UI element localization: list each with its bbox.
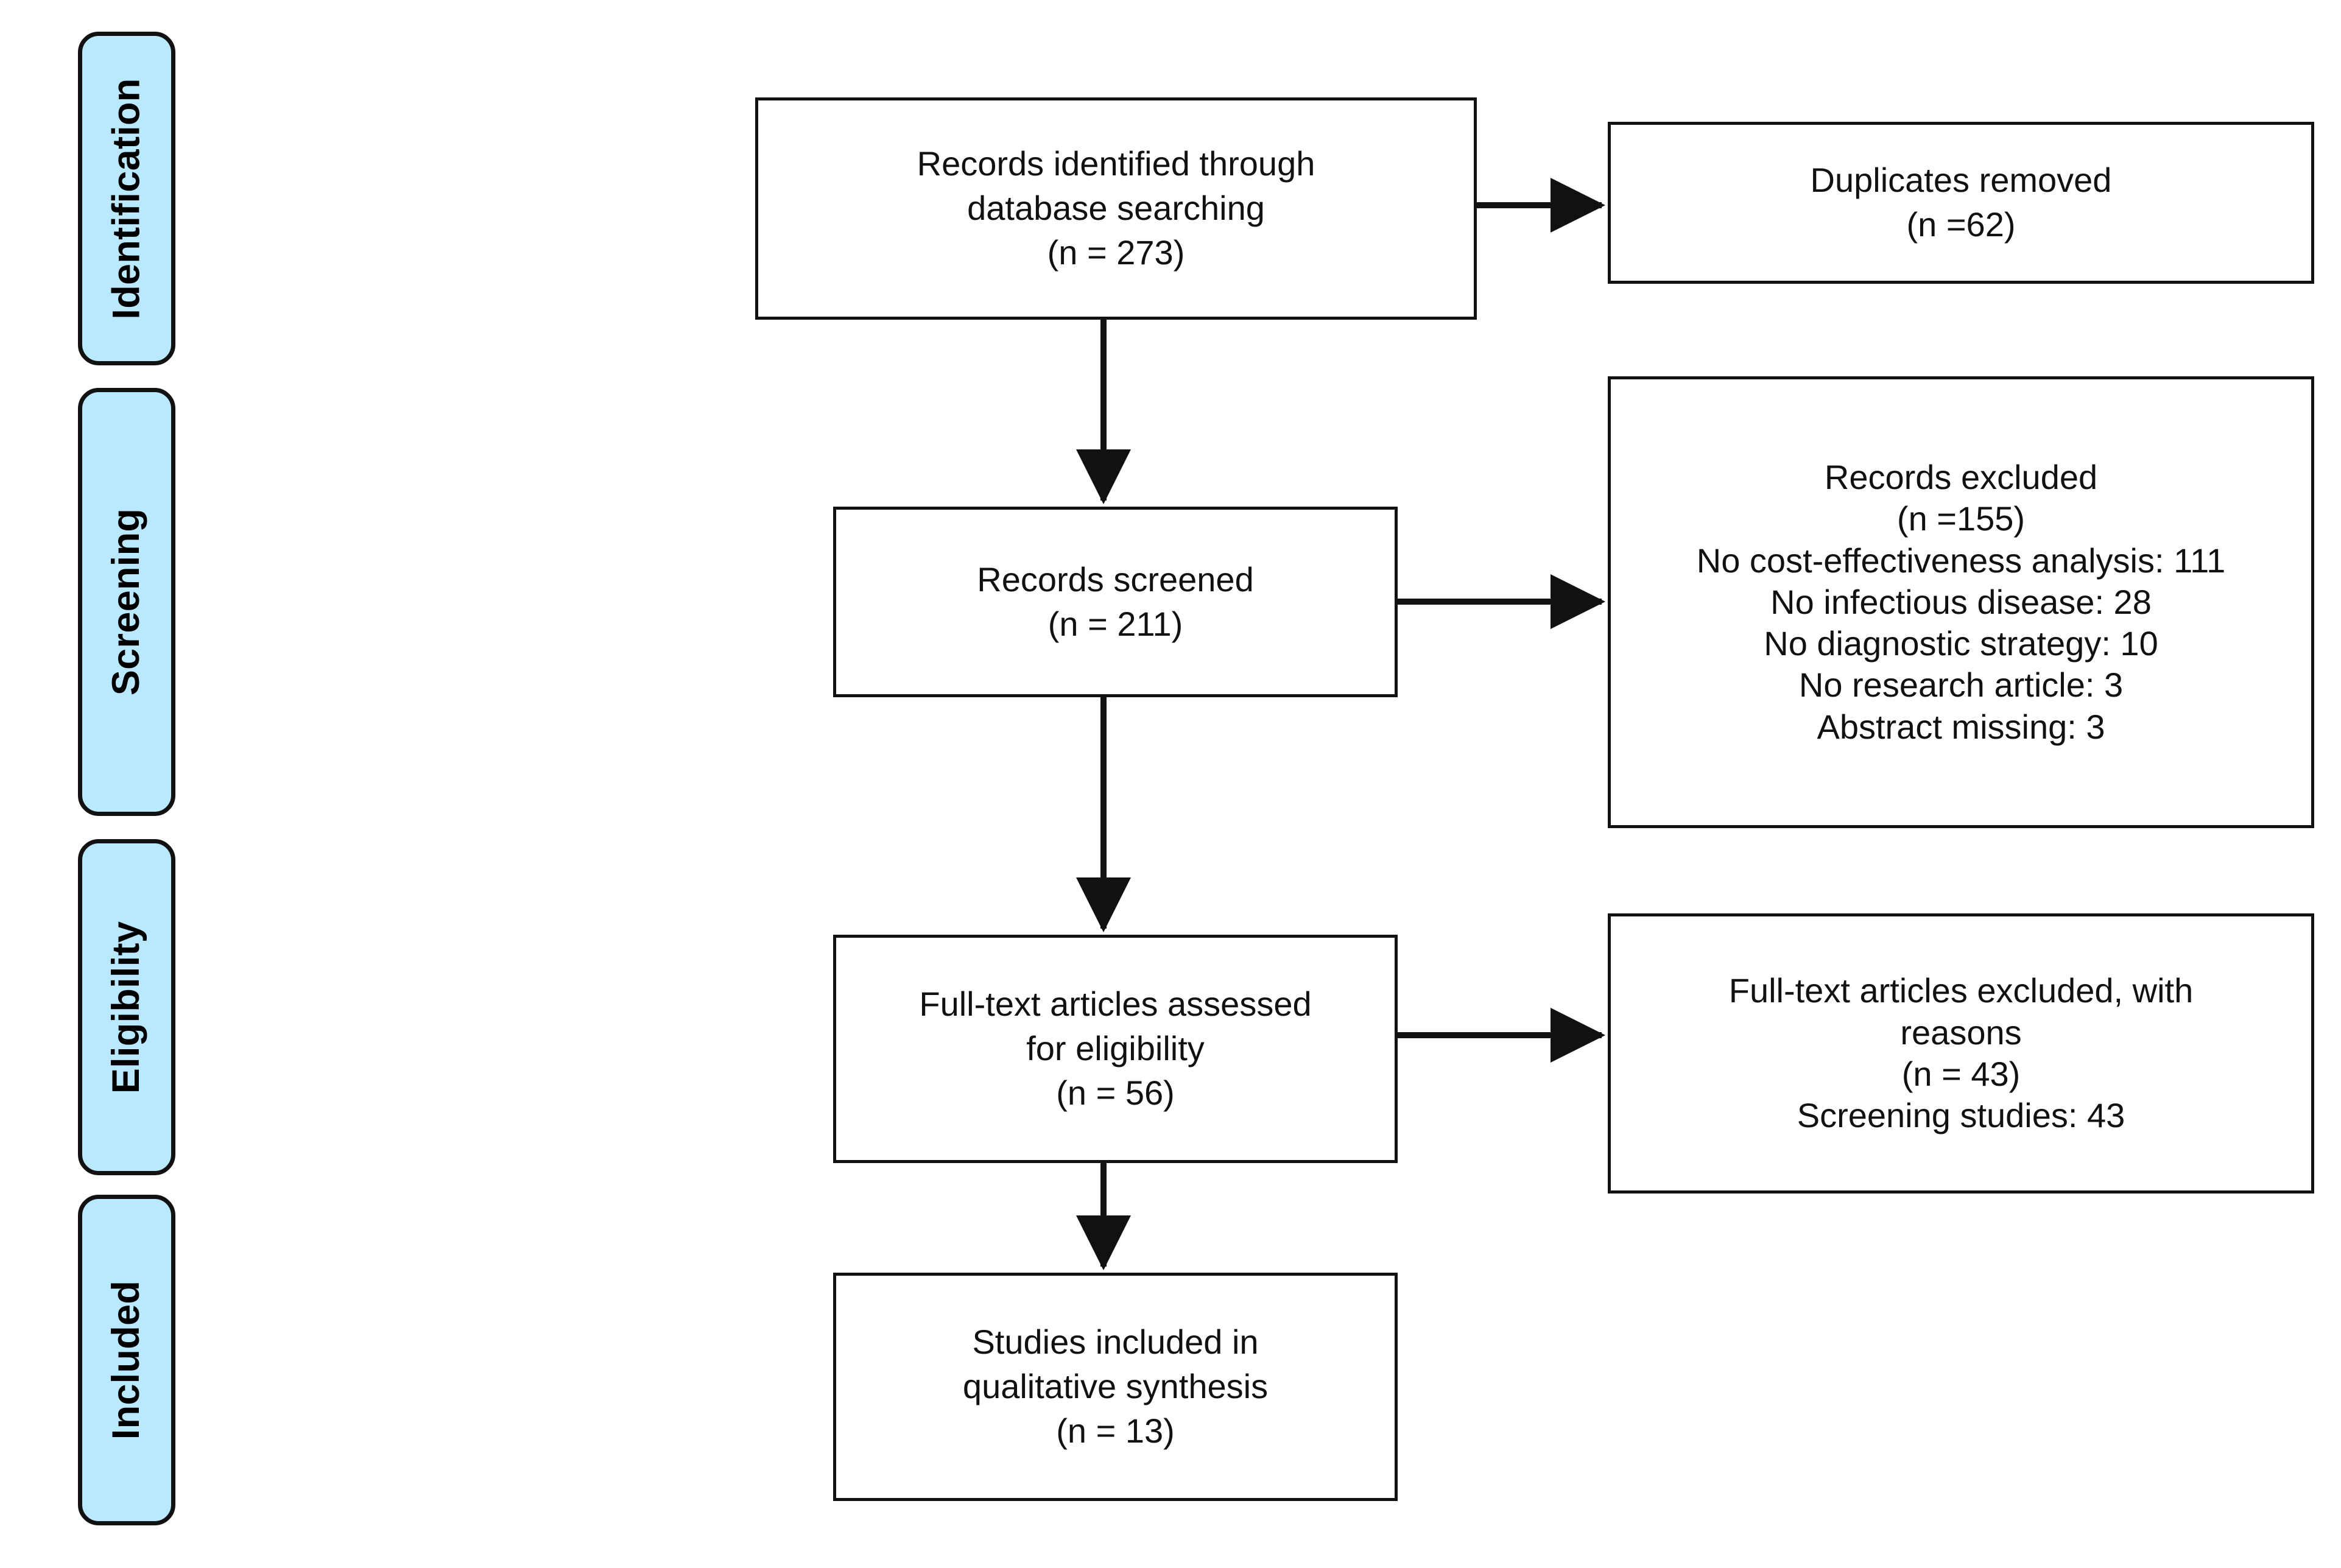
box-records-screened-line-2: (n = 211) (1047, 604, 1183, 643)
box-studies-included-line-1: Studies included in (972, 1323, 1259, 1362)
box-records-screened: Records screened (n = 211) (833, 507, 1398, 697)
box-records-screened-line-1: Records screened (977, 560, 1254, 599)
box-duplicates-removed: Duplicates removed (n =62) (1608, 122, 2314, 284)
box-records-excluded-reason-5: Abstract missing: 3 (1817, 707, 2105, 746)
box-studies-included-line-2: qualitative synthesis (962, 1367, 1269, 1406)
box-fulltext-assessed-line-2: for eligibility (1026, 1029, 1205, 1068)
box-fulltext-excluded-line-2: reasons (1900, 1013, 2022, 1052)
box-duplicates-removed-line-1: Duplicates removed (1810, 161, 2112, 200)
box-records-identified: Records identified through database sear… (755, 97, 1477, 320)
box-fulltext-excluded: Full-text articles excluded, with reason… (1608, 913, 2314, 1194)
box-records-excluded-line-2: (n =155) (1896, 499, 2026, 538)
box-studies-included: Studies included in qualitative synthesi… (833, 1273, 1398, 1501)
stage-pill-screening: Screening (78, 388, 175, 816)
box-records-excluded-reason-2: No infectious disease: 28 (1770, 582, 2152, 621)
stage-label-included: Included (105, 1280, 148, 1440)
stage-pill-eligibility: Eligibility (78, 839, 175, 1175)
box-fulltext-excluded-line-1: Full-text articles excluded, with (1728, 971, 2194, 1010)
box-fulltext-excluded-line-3: (n = 43) (1901, 1055, 2021, 1093)
box-records-identified-line-2: database searching (967, 189, 1265, 228)
box-studies-included-line-3: (n = 13) (1056, 1411, 1175, 1450)
box-records-identified-line-3: (n = 273) (1047, 233, 1185, 272)
box-fulltext-excluded-reason-1: Screening studies: 43 (1797, 1096, 2125, 1135)
stage-label-screening: Screening (105, 508, 148, 696)
box-records-excluded-reason-1: No cost-effectiveness analysis: 111 (1696, 541, 2226, 580)
stage-pill-included: Included (78, 1195, 175, 1525)
box-records-identified-line-1: Records identified through (917, 144, 1315, 183)
box-records-excluded-line-1: Records excluded (1824, 457, 2098, 496)
box-records-excluded: Records excluded (n =155) No cost-effect… (1608, 376, 2314, 828)
box-duplicates-removed-line-2: (n =62) (1906, 205, 2016, 244)
box-fulltext-assessed-line-3: (n = 56) (1056, 1073, 1175, 1112)
box-records-excluded-reason-4: No research article: 3 (1798, 666, 2124, 705)
stage-label-identification: Identification (105, 77, 148, 320)
stage-pill-identification: Identification (78, 32, 175, 365)
box-fulltext-assessed-line-1: Full-text articles assessed (919, 985, 1312, 1024)
stage-label-eligibility: Eligibility (105, 921, 148, 1094)
box-fulltext-assessed: Full-text articles assessed for eligibil… (833, 935, 1398, 1163)
box-records-excluded-reason-3: No diagnostic strategy: 10 (1764, 624, 2158, 663)
